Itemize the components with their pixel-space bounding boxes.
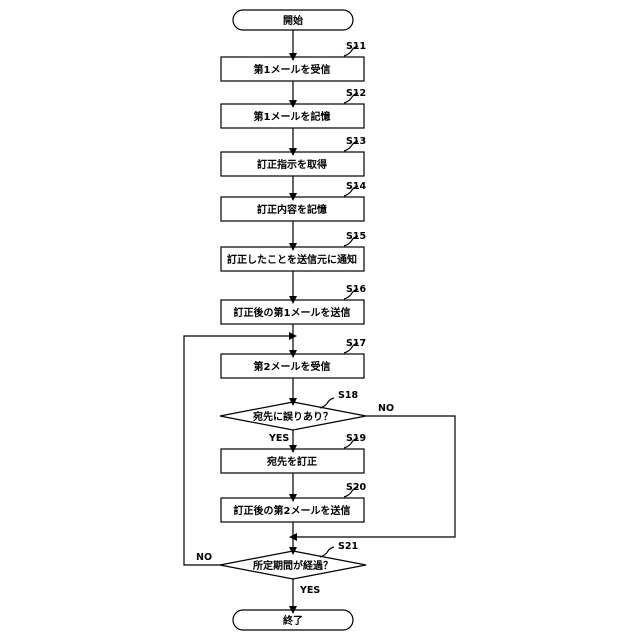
end-label: 終了 (283, 614, 303, 627)
decision-s18: 宛先に誤りあり？ S18 NO YES (220, 390, 394, 444)
step-s20: 訂正後の第2メールを送信 S20 (221, 482, 366, 522)
decision-s18-id: S18 (338, 390, 358, 401)
step-s17-text: 第2メールを受信 (254, 360, 331, 373)
decision-s18-yes-label: YES (268, 433, 289, 444)
step-s14-text: 訂正内容を記憶 (257, 203, 327, 216)
step-s15-text: 訂正したことを送信元に通知 (227, 253, 357, 266)
step-s12-text: 第1メールを記憶 (254, 110, 331, 123)
decision-s21-text: 所定期間が経過？ (253, 559, 333, 572)
step-s14: 訂正内容を記憶 S14 (221, 181, 366, 221)
start-label: 開始 (283, 14, 303, 27)
step-s20-text: 訂正後の第2メールを送信 (234, 504, 351, 517)
step-s16-text: 訂正後の第1メールを送信 (234, 306, 351, 319)
decision-s18-no-label: NO (378, 403, 394, 414)
step-s16: 訂正後の第1メールを送信 S16 (221, 284, 366, 324)
end-terminal: 終了 (233, 610, 353, 630)
step-s13-text: 訂正指示を取得 (257, 158, 327, 171)
step-s11-text: 第1メールを受信 (254, 63, 331, 76)
decision-s21-no-label: NO (196, 552, 212, 563)
start-terminal: 開始 (233, 10, 353, 30)
decision-s21-leader (320, 547, 334, 557)
step-s19-text: 宛先を訂正 (266, 455, 317, 468)
decision-s21: 所定期間が経過？ S21 NO YES (196, 541, 366, 596)
decision-s18-text: 宛先に誤りあり？ (252, 410, 333, 423)
decision-s21-yes-label: YES (299, 585, 320, 596)
decision-s18-leader (320, 398, 334, 408)
decision-s21-id: S21 (338, 541, 358, 552)
